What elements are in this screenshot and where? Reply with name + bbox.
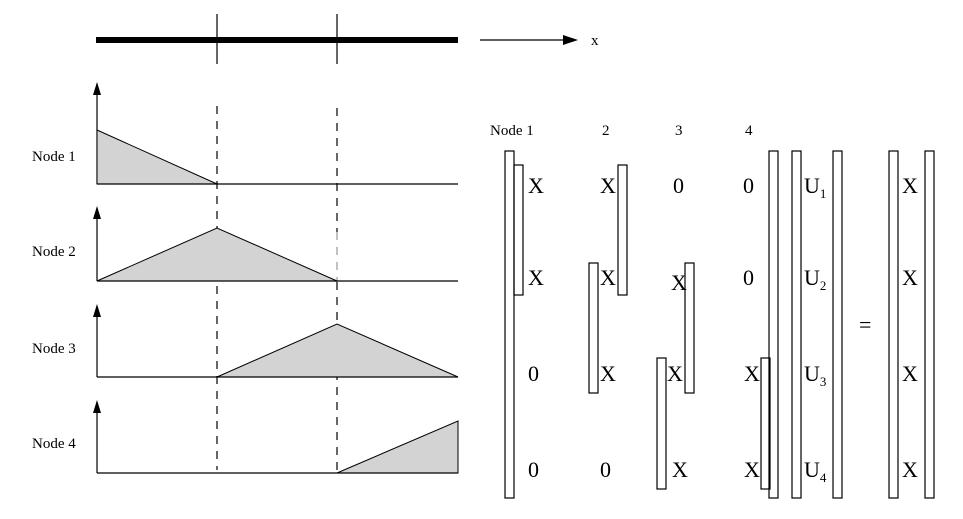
element-band-outlines [513, 164, 771, 490]
matrix-column-header: 4 [745, 123, 753, 139]
basis-function-node-4 [93, 400, 459, 474]
node-1-label: Node 1 [32, 149, 76, 165]
rhs-cell: X [902, 457, 918, 482]
rhs-vector-brackets [888, 150, 935, 499]
unknown-u3: U3 [804, 361, 826, 389]
node-4-label: Node 4 [32, 436, 76, 452]
matrix-cell: 0 [673, 173, 684, 198]
unknown-u4: U4 [804, 457, 827, 485]
matrix-cell: X [667, 361, 683, 386]
unknown-u1: U1 [804, 173, 826, 201]
matrix-column-header: 2 [602, 123, 610, 139]
x-axis-label: x [591, 33, 599, 49]
matrix-cell: X [600, 265, 616, 290]
matrix-row-4: 0 0 X X [528, 457, 760, 482]
matrix-row-1: X X 0 0 [528, 173, 754, 198]
matrix-column-header: 3 [675, 123, 683, 139]
matrix-cell: 0 [743, 265, 754, 290]
mesh-bar [96, 14, 458, 64]
matrix-cell: 0 [528, 457, 539, 482]
unknowns-vector: U1 U2 U3 U4 [804, 173, 827, 485]
matrix-cell: 0 [528, 361, 539, 386]
node-2-label: Node 2 [32, 244, 76, 260]
matrix-cell: 0 [743, 173, 754, 198]
rhs-vector: X X X X [902, 173, 918, 482]
matrix-cell: X [744, 457, 760, 482]
unknowns-vector-brackets [791, 150, 843, 499]
basis-function-node-1 [93, 82, 458, 185]
rhs-cell: X [902, 265, 918, 290]
matrix-cell: X [600, 173, 616, 198]
matrix-cell: X [672, 457, 688, 482]
node-3-label: Node 3 [32, 341, 76, 357]
matrix-row-3: 0 X X X [528, 361, 760, 386]
matrix-cell: X [528, 173, 544, 198]
matrix-column-header: Node 1 [490, 123, 534, 139]
matrix-cell: X [600, 361, 616, 386]
rhs-cell: X [902, 361, 918, 386]
matrix-cell: X [671, 270, 687, 295]
unknown-u2: U2 [804, 265, 826, 293]
equals-sign: = [859, 312, 871, 337]
rhs-cell: X [902, 173, 918, 198]
matrix-cell: 0 [600, 457, 611, 482]
stiffness-matrix-brackets [504, 150, 779, 499]
basis-function-node-3 [93, 304, 459, 378]
matrix-cell: X [744, 361, 760, 386]
matrix-cell: X [528, 265, 544, 290]
node-guide-lines [216, 106, 338, 470]
matrix-row-2: X X X 0 [528, 265, 754, 295]
x-axis-arrow [480, 35, 578, 45]
basis-function-node-2 [93, 206, 458, 282]
